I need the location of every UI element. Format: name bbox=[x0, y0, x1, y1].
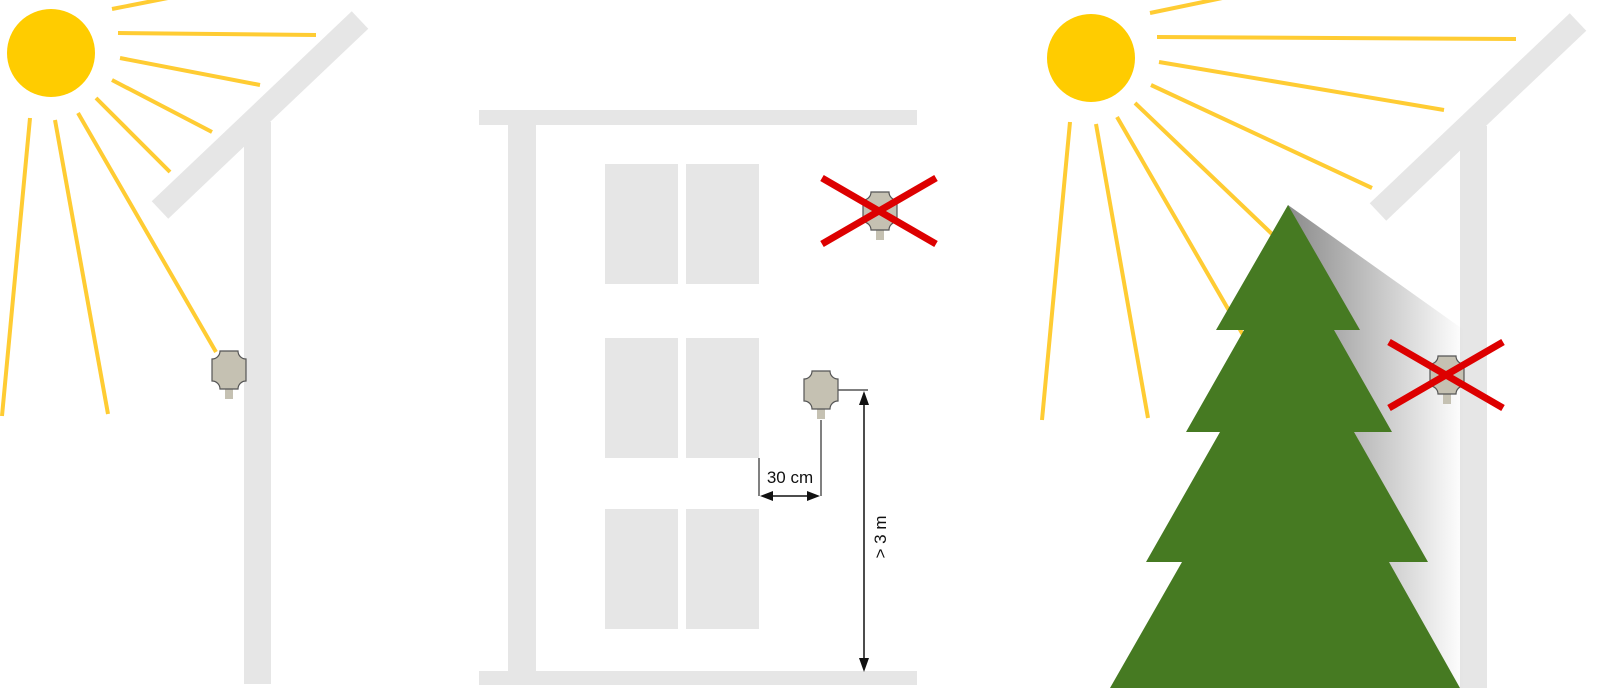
canopy-roof bbox=[1369, 13, 1587, 221]
pole bbox=[1460, 126, 1487, 688]
sun-icon bbox=[7, 9, 95, 97]
sun-rays bbox=[1040, 0, 1517, 421]
roof-slab bbox=[479, 110, 917, 125]
window-pane bbox=[605, 164, 678, 284]
distance-arrow bbox=[760, 491, 820, 501]
windows bbox=[605, 164, 759, 629]
panel-direct-sunlight bbox=[0, 0, 369, 684]
window-distance-label: 30 cm bbox=[767, 468, 813, 487]
canopy-roof bbox=[151, 11, 369, 219]
outdoor-sensor-icon bbox=[211, 350, 247, 400]
window-pane bbox=[686, 338, 759, 458]
floor-slab bbox=[479, 671, 917, 685]
sun-icon bbox=[1047, 14, 1135, 102]
panel-building-wall: 30 cm > 3 m bbox=[479, 110, 936, 685]
height-label: > 3 m bbox=[871, 516, 890, 559]
window-pane bbox=[686, 164, 759, 284]
height-arrow bbox=[859, 391, 869, 672]
outdoor-sensor-icon-mid bbox=[803, 370, 839, 420]
window-pane bbox=[605, 509, 678, 629]
sun-rays bbox=[0, 0, 317, 417]
window-pane bbox=[686, 509, 759, 629]
distance-dimension bbox=[758, 389, 868, 496]
panel-tree-shadow bbox=[1040, 0, 1587, 688]
wall-column bbox=[508, 110, 536, 685]
window-pane bbox=[605, 338, 678, 458]
pole bbox=[244, 122, 271, 684]
fir-tree-icon bbox=[1110, 205, 1460, 688]
